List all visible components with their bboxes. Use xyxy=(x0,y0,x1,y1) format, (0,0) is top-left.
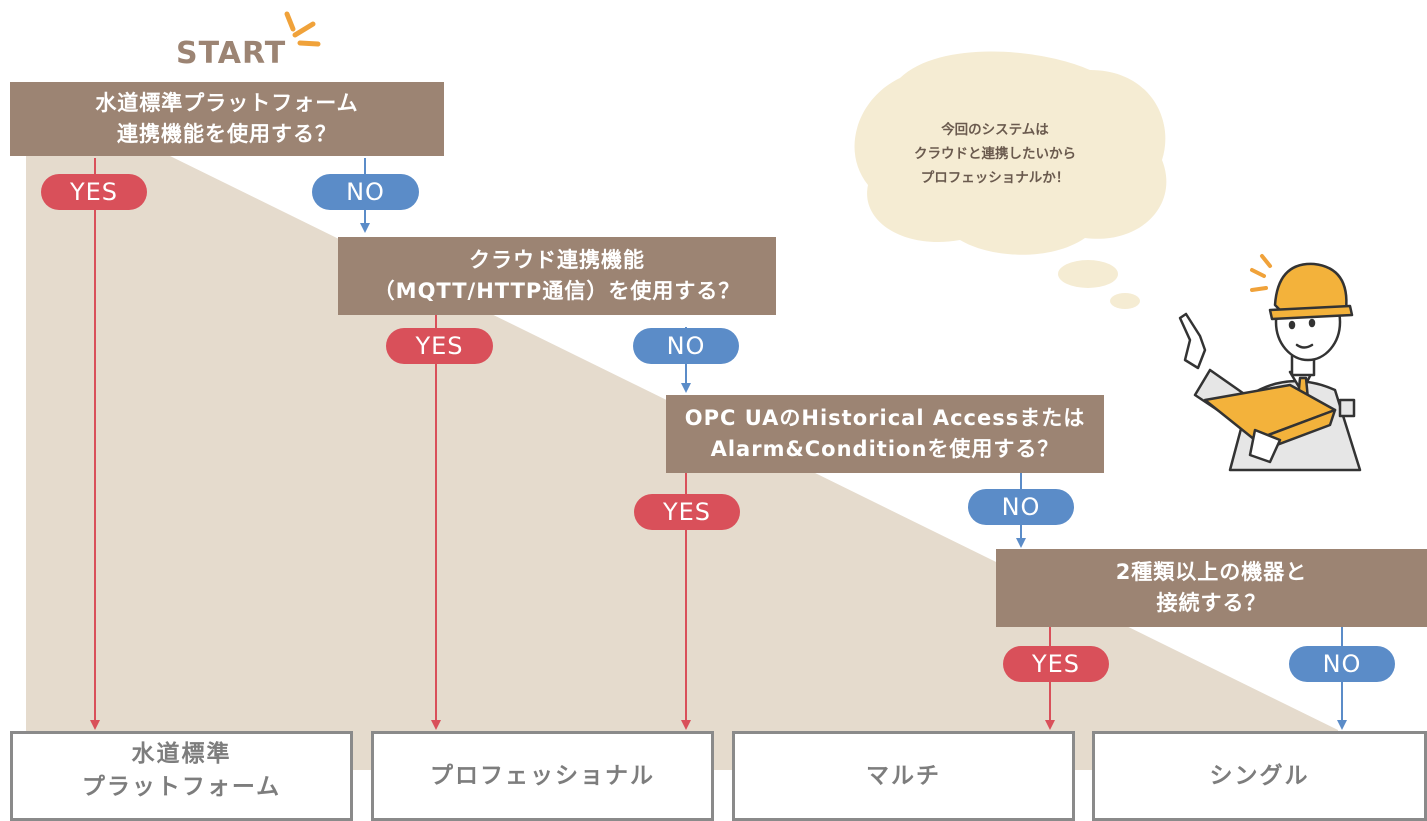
question-cloud-line1: クラウド連携機能 xyxy=(469,248,645,272)
question-platform-line2: 連携機能を使用する？ xyxy=(117,122,337,146)
worker-illustration xyxy=(1178,254,1362,472)
result-platform: 水道標準 プラットフォーム xyxy=(10,731,353,821)
result-single-label: シングル xyxy=(1209,763,1310,789)
result-multi: マルチ xyxy=(732,731,1075,821)
bubble-text: 今回のシステムは クラウドと連携したいから プロフェッショナルか！ xyxy=(895,118,1095,190)
bubble-line-3: プロフェッショナルか！ xyxy=(920,170,1070,186)
yes-pill-2: YES xyxy=(386,328,493,364)
question-devices-line1: 2種類以上の機器と xyxy=(1115,560,1308,584)
yes-pill-1: YES xyxy=(41,174,147,210)
no-pill-2: NO xyxy=(633,328,739,364)
no-pill-3: NO xyxy=(968,489,1074,525)
result-multi-label: マルチ xyxy=(866,763,941,789)
question-devices-line2: 接続する？ xyxy=(1156,591,1267,615)
question-cloud-line2: （MQTT/HTTP通信）を使用する？ xyxy=(373,279,741,303)
result-platform-line2: プラットフォーム xyxy=(81,774,282,800)
no-pill-4: NO xyxy=(1289,646,1395,682)
start-label: START xyxy=(176,36,287,71)
sparkle-icon xyxy=(284,11,321,47)
yes-pill-4: YES xyxy=(1003,646,1109,682)
result-professional-label: プロフェッショナル xyxy=(430,763,655,789)
result-professional: プロフェッショナル xyxy=(371,731,714,821)
question-platform: 水道標準プラットフォーム 連携機能を使用する？ xyxy=(10,82,444,156)
question-cloud: クラウド連携機能 （MQTT/HTTP通信）を使用する？ xyxy=(338,237,776,315)
bubble-line-1: 今回のシステムは xyxy=(941,122,1049,138)
bubble-line-2: クラウドと連携したいから xyxy=(914,146,1076,162)
question-devices: 2種類以上の機器と 接続する？ xyxy=(996,549,1427,627)
question-platform-line1: 水道標準プラットフォーム xyxy=(95,91,359,115)
yes-pill-3: YES xyxy=(634,494,740,530)
question-opcua-line2: Alarm&Conditionを使用する？ xyxy=(710,437,1060,461)
thought-bubble xyxy=(854,51,1167,309)
question-opcua: OPC UAのHistorical Accessまたは Alarm&Condit… xyxy=(666,395,1104,473)
result-single: シングル xyxy=(1092,731,1427,821)
no-pill-1: NO xyxy=(312,174,419,210)
result-platform-line1: 水道標準 xyxy=(131,741,232,767)
question-opcua-line1: OPC UAのHistorical Accessまたは xyxy=(684,406,1086,430)
